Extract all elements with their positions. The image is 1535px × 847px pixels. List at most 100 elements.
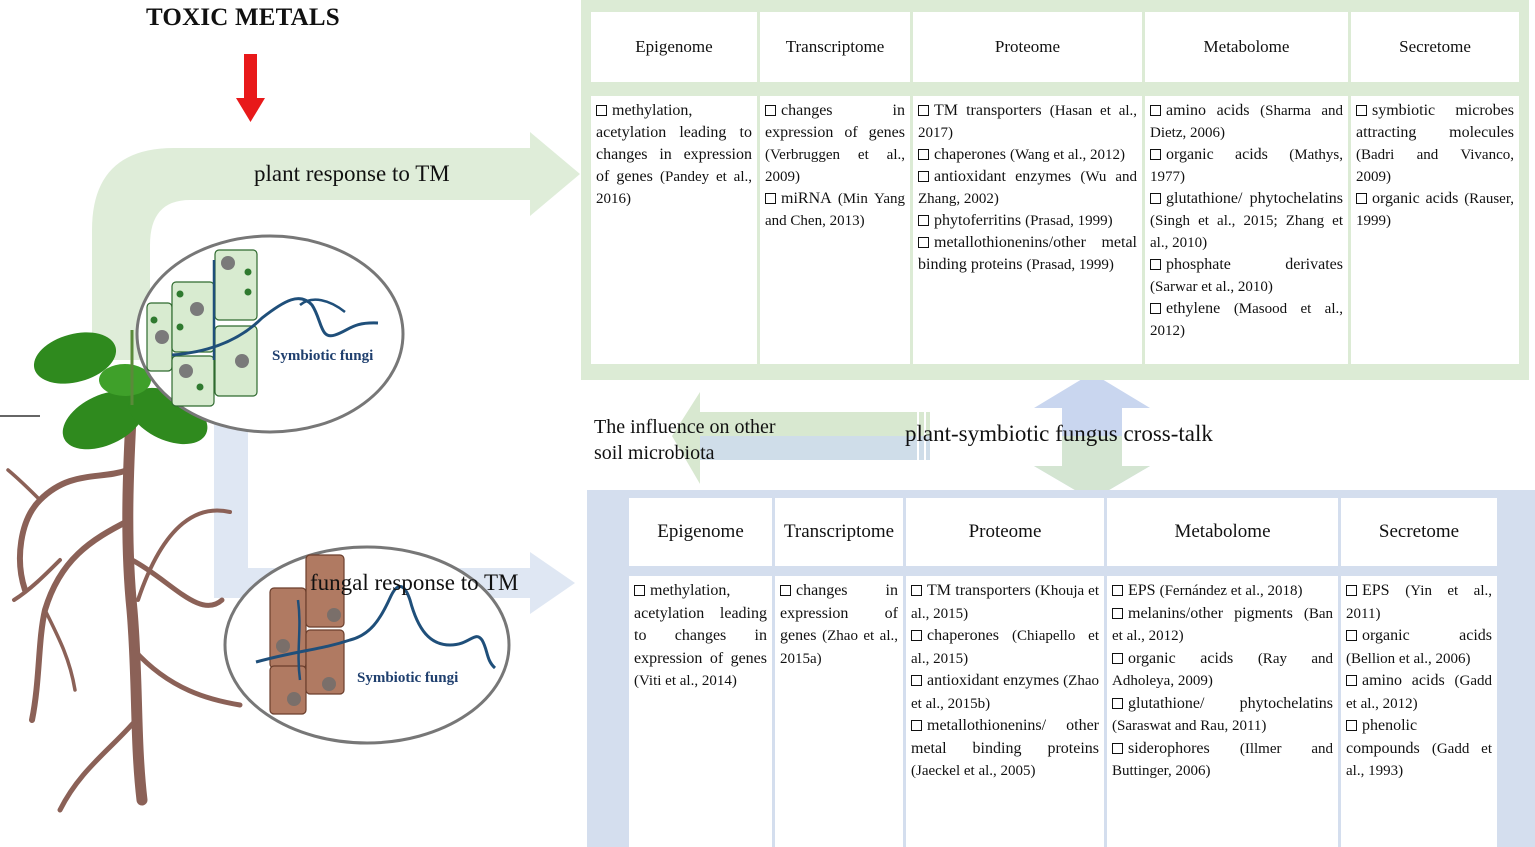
item-citation: (Badri and Vivanco, 2009) xyxy=(1356,147,1514,185)
fungal-cell-epigenome: methylation, acetylation leading to chan… xyxy=(629,576,772,847)
fungal-cell-secretome: EPS (Yin et al., 2011)organic acids (Bel… xyxy=(1341,576,1497,847)
table-list-item: organic acids (Bellion et al., 2006) xyxy=(1346,625,1492,670)
symbiotic-fungi-label-top: Symbiotic fungi xyxy=(272,348,374,364)
item-citation: (Gadd et al., 2012) xyxy=(1346,673,1492,712)
checkbox-bullet-icon xyxy=(596,105,607,116)
table-list-item: organic acids (Rauser, 1999) xyxy=(1356,188,1514,232)
fungal-cell-proteome: TM transporters (Khouja et al., 2015)cha… xyxy=(906,576,1104,847)
plant-response-panel: Epigenome Transcriptome Proteome Metabol… xyxy=(581,0,1529,380)
checkbox-bullet-icon xyxy=(1112,697,1123,709)
table-list-item: amino acids (Gadd et al., 2012) xyxy=(1346,670,1492,715)
cell-nuclei xyxy=(155,256,249,378)
item-text: ethylene xyxy=(1166,300,1221,317)
plant-cell-epigenome: methylation, acetylation leading to chan… xyxy=(591,96,757,364)
item-citation: (Wang et al., 2012) xyxy=(1009,147,1125,163)
item-citation: (Ray and Adholeya, 2009) xyxy=(1112,650,1333,690)
checkbox-bullet-icon xyxy=(1356,105,1367,116)
item-text: phytoferritins xyxy=(934,212,1022,229)
table-list-item: methylation, acetylation leading to chan… xyxy=(634,580,767,693)
plant-header-proteome: Proteome xyxy=(913,12,1142,82)
checkbox-bullet-icon xyxy=(1356,193,1367,204)
table-list-item: changes in expression of genes (Zhao et … xyxy=(780,580,898,670)
plant-response-arrow xyxy=(92,132,580,360)
table-list-item: chaperones (Chiapello et al., 2015) xyxy=(911,625,1099,670)
item-text: glutathione/ phytochelatins xyxy=(1128,694,1333,712)
plant-header-secretome: Secretome xyxy=(1351,12,1519,82)
table-list-item: antioxidant enzymes (Wu and Zhang, 2002) xyxy=(918,166,1137,210)
table-list-item: methylation, acetylation leading to chan… xyxy=(596,100,752,210)
table-list-item: melanins/other pigments (Ban et al., 201… xyxy=(1112,603,1333,648)
table-list-item: metallothionenins/other metal binding pr… xyxy=(918,232,1137,276)
checkbox-bullet-icon xyxy=(1112,585,1123,596)
checkbox-bullet-icon xyxy=(1346,630,1357,641)
item-citation: (Saraswat and Rau, 2011) xyxy=(1112,718,1267,734)
fungal-response-panel: Epigenome Transcriptome Proteome Metabol… xyxy=(587,490,1535,847)
plant-header-metabolome: Metabolome xyxy=(1145,12,1348,82)
plant-header-transcriptome: Transcriptome xyxy=(760,12,910,82)
item-citation: (Chiapello et al., 2015) xyxy=(911,628,1099,667)
fungal-cell-metabolome: EPS (Fernández et al., 2018)melanins/oth… xyxy=(1107,576,1338,847)
item-citation: (Ban et al., 2012) xyxy=(1112,605,1334,645)
influence-label: The influence on other soil microbiota xyxy=(594,416,776,464)
fungal-response-label: fungal response to TM xyxy=(310,570,519,595)
fungal-header-proteome: Proteome xyxy=(906,498,1104,566)
item-text: organic acids xyxy=(1362,627,1492,644)
item-text: symbiotic microbes attracting molecules xyxy=(1356,102,1514,141)
checkbox-bullet-icon xyxy=(1346,585,1357,596)
item-text: antioxidant enzymes xyxy=(927,672,1060,689)
checkbox-bullet-icon xyxy=(911,675,922,686)
plant-header-epigenome: Epigenome xyxy=(591,12,757,82)
arbuscules xyxy=(150,268,252,391)
item-text: methylation, acetylation leading to chan… xyxy=(596,102,752,185)
item-citation: (Pandey et al., 2016) xyxy=(596,169,752,207)
plant-response-label: plant response to TM xyxy=(254,161,450,186)
item-citation: (Prasad, 1999) xyxy=(1026,257,1114,273)
checkbox-bullet-icon xyxy=(634,585,645,596)
fungal-header-epigenome: Epigenome xyxy=(629,498,772,566)
item-text: phenolic compounds xyxy=(1346,717,1420,757)
table-list-item: TM transporters (Hasan et al., 2017) xyxy=(918,100,1137,144)
item-text: chaperones xyxy=(934,146,1006,163)
cross-talk-label: plant-symbiotic fungus cross-talk xyxy=(905,421,1213,446)
checkbox-bullet-icon xyxy=(911,630,922,641)
item-citation: (Jaeckel et al., 2005) xyxy=(911,763,1036,779)
item-citation: (Zhao et al., 2015b) xyxy=(911,673,1099,712)
item-text: antioxidant enzymes xyxy=(934,168,1072,185)
fungal-header-transcriptome: Transcriptome xyxy=(775,498,903,566)
table-list-item: glutathione/ phytochelatins (Singh et al… xyxy=(1150,188,1343,254)
table-list-item: changes in expression of genes (Verbrugg… xyxy=(765,100,905,188)
item-citation: (Masood et al., 2012) xyxy=(1150,301,1343,339)
checkbox-bullet-icon xyxy=(1112,652,1123,664)
checkbox-bullet-icon xyxy=(1150,259,1161,270)
checkbox-bullet-icon xyxy=(918,105,929,116)
item-citation: (Sarwar et al., 2010) xyxy=(1150,279,1273,295)
item-text: metallothionenins/other metal binding pr… xyxy=(918,234,1137,273)
item-citation: (Zhao et al., 2015a) xyxy=(780,628,899,667)
item-text: TM transporters xyxy=(927,582,1031,599)
item-text: EPS xyxy=(1128,582,1156,599)
checkbox-bullet-icon xyxy=(1346,720,1357,731)
item-citation: (Bellion et al., 2006) xyxy=(1346,650,1471,667)
item-citation: (Gadd et al., 1993) xyxy=(1346,740,1492,780)
fungal-header-secretome: Secretome xyxy=(1341,498,1497,566)
checkbox-bullet-icon xyxy=(780,585,791,596)
item-citation: (Viti et al., 2014) xyxy=(634,673,737,689)
plant-cell-transcriptome: changes in expression of genes (Verbrugg… xyxy=(760,96,910,364)
plant-cell-secretome: symbiotic microbes attracting molecules … xyxy=(1351,96,1519,364)
item-citation: (Illmer and Buttinger, 2006) xyxy=(1112,740,1333,780)
checkbox-bullet-icon xyxy=(1112,742,1123,754)
item-citation: (Yin et al., 2011) xyxy=(1346,583,1492,622)
plant-cell-metabolome: amino acids (Sharma and Dietz, 2006) orga… xyxy=(1145,96,1348,364)
checkbox-bullet-icon xyxy=(911,720,922,731)
item-text: amino acids xyxy=(1362,672,1445,689)
item-citation: (Singh et al., 2015; Zhang et al., 2010) xyxy=(1150,213,1343,251)
item-text: siderophores xyxy=(1128,739,1210,757)
checkbox-bullet-icon xyxy=(1150,149,1161,160)
checkbox-bullet-icon xyxy=(765,193,776,204)
table-list-item: amino acids (Sharma and Dietz, 2006) xyxy=(1150,100,1343,144)
item-text: organic acids xyxy=(1128,649,1234,667)
item-text: melanins/other pigments xyxy=(1128,604,1293,622)
item-citation: (Khouja et al., 2015) xyxy=(911,583,1100,622)
item-text: organic acids xyxy=(1166,146,1268,163)
